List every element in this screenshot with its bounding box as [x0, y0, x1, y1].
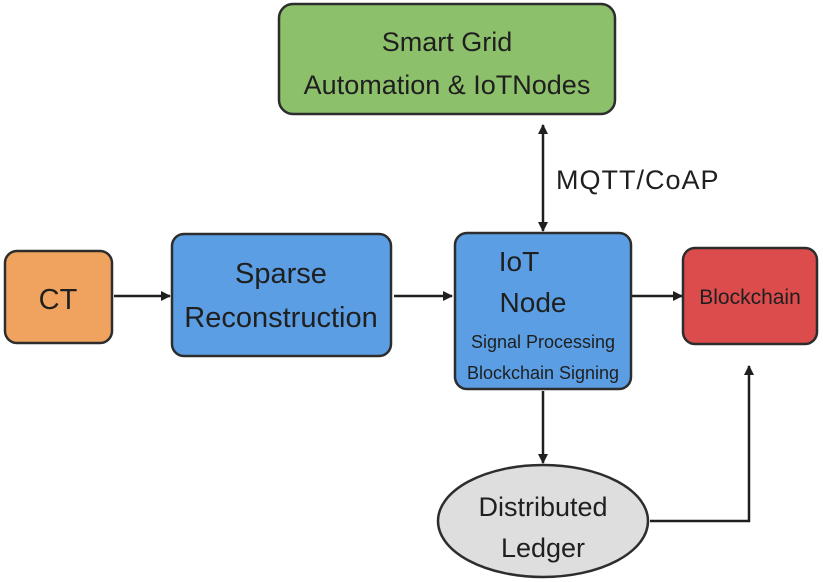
sparse-reconstruction-node: Sparse Reconstruction [170, 232, 393, 358]
blockchain-node: Blockchain [681, 246, 819, 346]
smart-grid-title: Smart Grid [382, 27, 513, 57]
ct-node: CT [3, 249, 114, 345]
blockchain-box [681, 246, 819, 346]
sparse-reconstruction-box [170, 232, 393, 358]
iot-node: IoT Node Signal Processing Blockchain Si… [453, 231, 633, 391]
edges [114, 124, 754, 523]
distributed-ledger-ellipse [436, 463, 650, 579]
sparse-reconstruction-line1: Sparse [235, 258, 327, 290]
iot-node-box [453, 231, 633, 391]
smart-grid-node: Smart Grid Automation & IoTNodes [277, 2, 617, 116]
iot-node-blockchain-signing: Blockchain Signing [467, 363, 619, 383]
iot-node-subtitle: Node [500, 287, 567, 318]
blockchain-label: Blockchain [699, 286, 801, 309]
distributed-ledger-node: Distributed Ledger [436, 463, 650, 579]
ct-box [3, 249, 114, 345]
distributed-ledger-line2: Ledger [501, 533, 585, 563]
sparse-reconstruction-line2: Reconstruction [184, 302, 377, 334]
arrow-ledger-to-blockchain [650, 365, 754, 523]
smart-grid-subtitle: Automation & IoTNodes [304, 70, 591, 100]
protocol-label: MQTT/CoAP [556, 165, 720, 195]
distributed-ledger-line1: Distributed [478, 492, 607, 522]
ct-label: CT [39, 284, 78, 316]
iot-node-signal-processing: Signal Processing [471, 332, 615, 352]
iot-node-title: IoT [499, 246, 539, 277]
smart-grid-box [277, 2, 617, 116]
